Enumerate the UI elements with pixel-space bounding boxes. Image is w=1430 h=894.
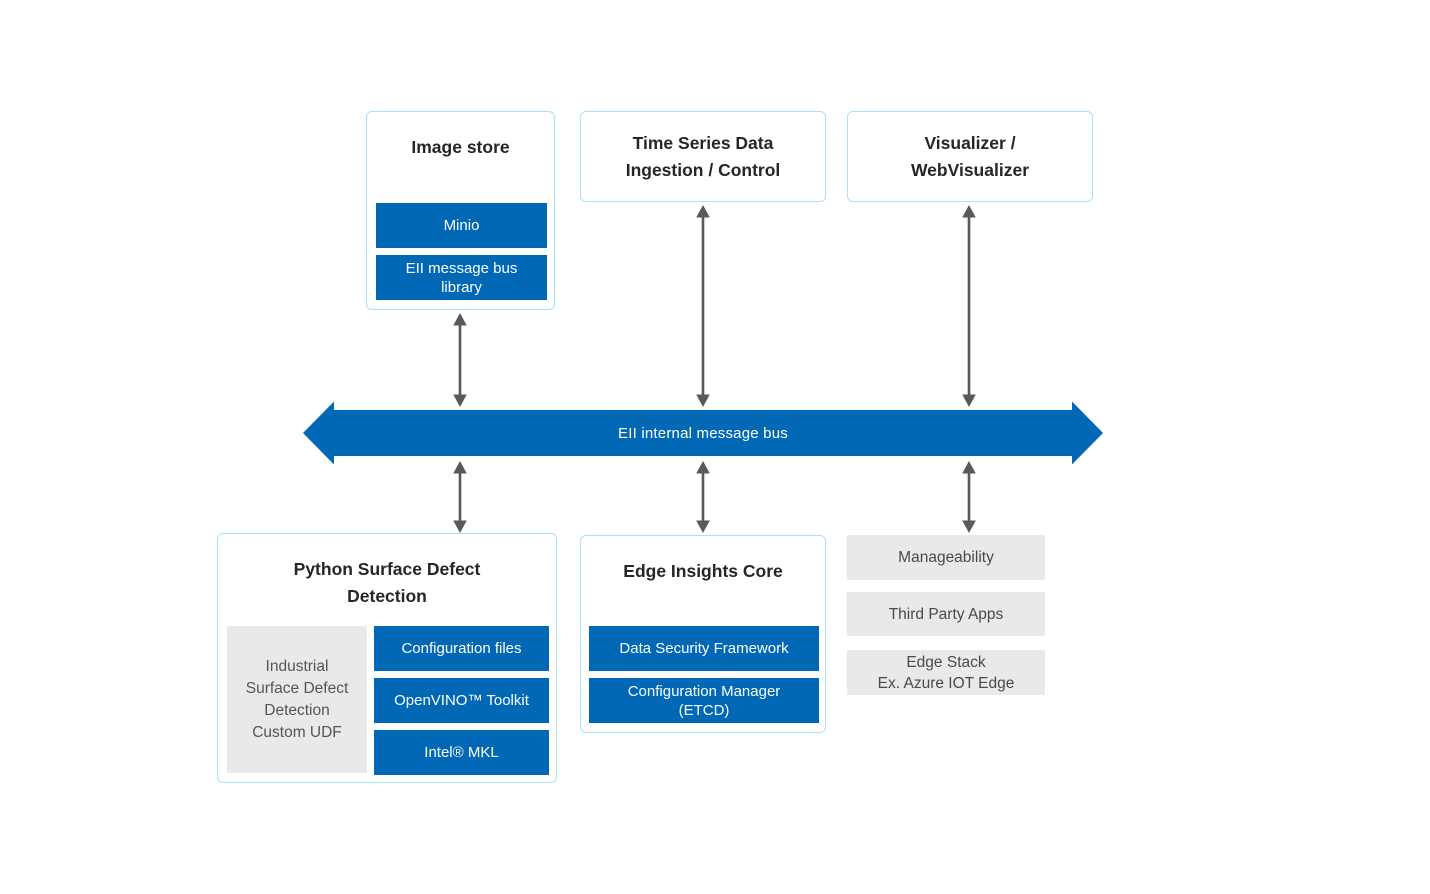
- python-sdd-title: Python Surface Defect Detection: [293, 559, 481, 606]
- arrow-time-series-bus-icon: [695, 205, 711, 407]
- industrial-udf-box: Industrial Surface Defect Detection Cust…: [227, 626, 367, 773]
- arrow-bus-python-sdd-icon: [452, 461, 468, 533]
- intel-mkl-box: Intel® MKL: [374, 730, 549, 775]
- arrow-image-store-bus-icon: [452, 313, 468, 407]
- image-store-title: Image store: [411, 137, 510, 157]
- arrow-visualizer-bus-icon: [961, 205, 977, 407]
- eii-internal-message-bus: EII internal message bus: [303, 400, 1103, 466]
- edge-stack-box: Edge Stack Ex. Azure IOT Edge: [847, 650, 1045, 695]
- eii-message-bus-library-box: EII message bus library: [376, 255, 547, 300]
- time-series-box: Time Series Data Ingestion / Control: [580, 111, 826, 202]
- minio-box: Minio: [376, 203, 547, 248]
- edge-insights-core-box: Edge Insights Core Data Security Framewo…: [580, 535, 826, 733]
- bus-double-arrow-icon: [303, 401, 1103, 465]
- bus-label: EII internal message bus: [618, 424, 788, 442]
- arrow-bus-manageability-icon: [961, 461, 977, 533]
- edge-insights-core-title: Edge Insights Core: [623, 561, 783, 581]
- visualizer-title: Visualizer / WebVisualizer: [910, 132, 1029, 180]
- manageability-box: Manageability: [847, 535, 1045, 580]
- image-store-box: Image store Minio EII message bus librar…: [366, 111, 555, 310]
- visualizer-box: Visualizer / WebVisualizer: [847, 111, 1093, 202]
- data-security-framework-box: Data Security Framework: [589, 626, 819, 671]
- configuration-manager-box: Configuration Manager (ETCD): [589, 678, 819, 723]
- python-sdd-box: Python Surface Defect Detection Industri…: [217, 533, 557, 783]
- openvino-toolkit-box: OpenVINO™ Toolkit: [374, 678, 549, 723]
- third-party-apps-box: Third Party Apps: [847, 592, 1045, 636]
- configuration-files-box: Configuration files: [374, 626, 549, 671]
- arrow-bus-edge-core-icon: [695, 461, 711, 533]
- time-series-title: Time Series Data Ingestion / Control: [625, 132, 781, 180]
